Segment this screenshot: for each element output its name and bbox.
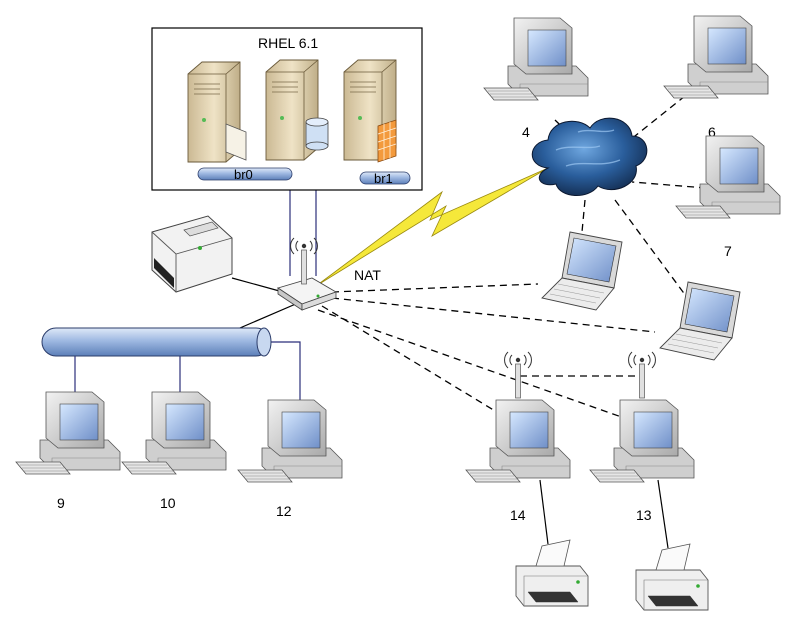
- server-1: [187, 61, 247, 163]
- workstation-13-label: 13: [636, 507, 652, 523]
- nat-label: NAT: [354, 267, 381, 283]
- workstation-4-label: 4: [522, 124, 530, 140]
- workstation-12: [237, 399, 343, 483]
- router-antenna-icon: [290, 237, 318, 285]
- workstation-7-label: 7: [724, 243, 732, 259]
- laptop-1: [541, 231, 623, 311]
- desktop-computer-icon: [237, 399, 343, 483]
- connection-lines: [74, 95, 707, 549]
- desktop-computer-icon: [465, 399, 571, 483]
- desktop-computer-icon: [663, 15, 769, 99]
- server-2: [265, 59, 329, 161]
- laptop-2: [659, 281, 741, 361]
- workstation-10-label: 10: [160, 495, 176, 511]
- cloud-to-ws6-link: [619, 95, 686, 149]
- ws13-printer-cable: [657, 479, 669, 549]
- server-box-title: RHEL 6.1: [258, 35, 318, 51]
- desktop-computer-icon: [589, 399, 695, 483]
- firewall-icon: [377, 119, 397, 163]
- router-to-ws13-link: [317, 309, 631, 421]
- cloud-to-laptop1-link: [581, 199, 586, 233]
- desktop-computer-icon: [121, 391, 227, 475]
- router-to-ws14-link: [321, 305, 511, 421]
- document-icon: [225, 123, 247, 161]
- bridge-br0: br0: [197, 167, 293, 182]
- workstation-13: [589, 399, 695, 483]
- workstation-14-antenna-icon: [504, 351, 532, 399]
- ws14-printer-cable: [539, 479, 549, 545]
- workstation-6-label: 6: [708, 124, 716, 140]
- workstation-13-antenna-icon: [628, 351, 656, 399]
- workstation-14-label: 14: [510, 507, 526, 523]
- workstation-14: [465, 399, 571, 483]
- router-to-printer-link: [231, 277, 284, 293]
- cloud-to-laptop2-link: [614, 199, 687, 297]
- server-box: RHEL 6.1: [151, 27, 423, 191]
- bridge-br1-label: br1: [374, 171, 393, 186]
- bus-drop-12: [268, 341, 301, 400]
- internet-cloud-icon: [531, 117, 648, 196]
- workstation-12-label: 12: [276, 503, 292, 519]
- laptop-icon: [541, 231, 623, 311]
- router-to-laptop1-link: [331, 283, 539, 293]
- network-printer: [151, 215, 233, 293]
- database-icon: [305, 117, 329, 151]
- desktop-computer-icon: [675, 135, 781, 219]
- workstation-10: [121, 391, 227, 475]
- printer-icon: [515, 539, 589, 607]
- printer-ws14: [515, 539, 589, 607]
- ethernet-bus: [41, 327, 272, 357]
- bridge-br0-label: br0: [234, 167, 253, 182]
- desktop-computer-icon: [15, 391, 121, 475]
- workstation-6: [663, 15, 769, 99]
- workstation-9: [15, 391, 121, 475]
- laptop-icon: [659, 281, 741, 361]
- printer-ws13: [635, 543, 709, 611]
- router-to-laptop2-link: [331, 297, 656, 333]
- workstation-9-label: 9: [57, 495, 65, 511]
- printer-icon: [635, 543, 709, 611]
- workstation-4: [483, 17, 589, 101]
- router: [276, 237, 338, 311]
- workstation-7: [675, 135, 781, 219]
- desktop-computer-icon: [483, 17, 589, 101]
- cloud-to-ws7-link: [631, 181, 707, 189]
- bridge-br1: br1: [359, 171, 411, 186]
- server-3: [343, 59, 397, 163]
